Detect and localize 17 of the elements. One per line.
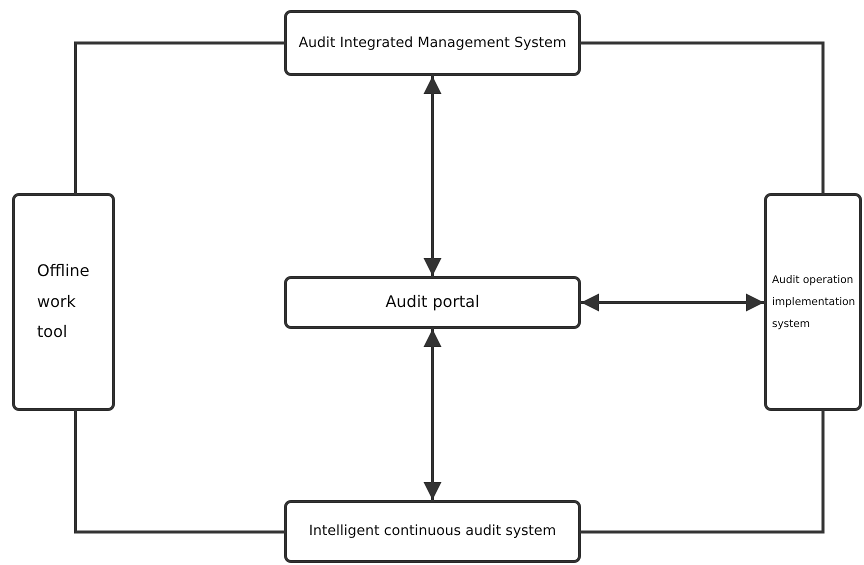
box-label: Audit operation implementation system [772,272,856,332]
system-box [764,193,862,411]
system-box [12,193,115,411]
connector-line [581,411,824,534]
box-label: Audit Integrated Management System [298,34,566,52]
system-box [284,10,581,76]
system-box [284,500,581,563]
arrow [581,294,764,312]
connector-line [581,42,824,193]
box-label: Offline work tool [37,260,90,344]
connector-line [74,411,284,534]
arrow [424,329,442,500]
system-box [284,276,581,329]
connector-line [74,42,284,193]
box-label: Audit portal [385,292,480,313]
arrow [424,76,442,276]
box-label: Intelligent continuous audit system [308,522,556,541]
